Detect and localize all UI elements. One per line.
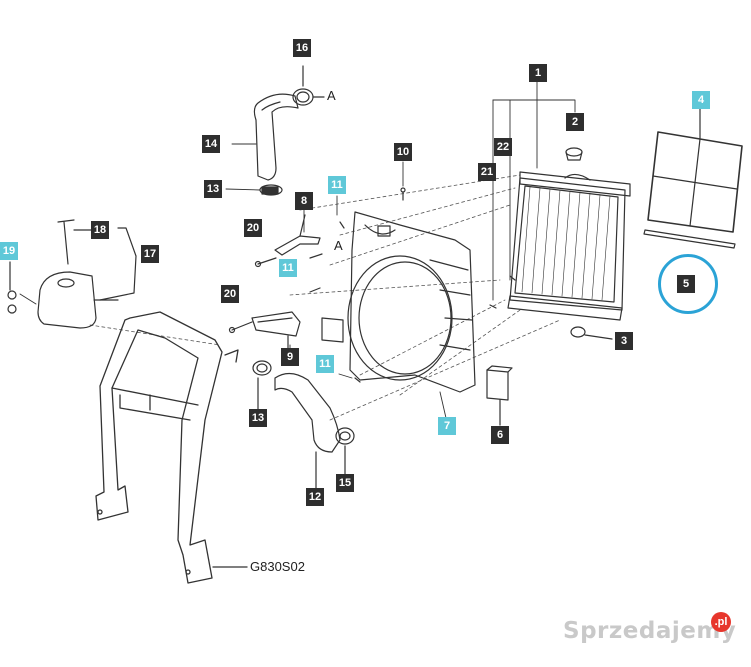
assembly-guide-lines (89, 174, 561, 421)
bracket-8 (274, 214, 321, 256)
callout-12: 12 (306, 488, 324, 506)
radiator-1 (507, 171, 631, 321)
fittings-19 (7, 261, 17, 314)
callout-11-c: 11 (316, 355, 334, 373)
watermark-text: Sprzedajemy (563, 618, 737, 644)
reference-label-a-mid: A (334, 238, 343, 253)
callout-2: 2 (566, 113, 584, 131)
pad-shroud (321, 317, 344, 343)
reference-label-a-top: A (327, 88, 336, 103)
hose-clamp-13-lower (252, 360, 272, 411)
drawing-code: G830S02 (250, 559, 305, 574)
callout-20-b: 20 (221, 285, 239, 303)
callout-16: 16 (293, 39, 311, 57)
grommet-3 (570, 326, 613, 340)
radiator-cap-2 (565, 147, 583, 161)
highlight-ring (658, 254, 718, 314)
callout-8: 8 (295, 192, 313, 210)
callout-14: 14 (202, 135, 220, 153)
callout-10: 10 (394, 143, 412, 161)
upper-hose-14 (253, 93, 299, 181)
fan-shroud-7 (347, 211, 476, 393)
callout-17: 17 (141, 245, 159, 263)
callout-1: 1 (529, 64, 547, 82)
callout-15: 15 (336, 474, 354, 492)
callout-4: 4 (692, 91, 710, 109)
callout-6: 6 (491, 426, 509, 444)
hose-clamp-15 (335, 427, 355, 475)
pad-6 (486, 365, 513, 426)
callout-9: 9 (281, 348, 299, 366)
small-bolts (339, 187, 516, 383)
callout-7: 7 (438, 417, 456, 435)
expansion-tank-17 (37, 227, 137, 329)
callout-13-b: 13 (249, 409, 267, 427)
hose-clamp-16 (292, 65, 325, 106)
lower-hose-12 (274, 372, 341, 489)
bolts-20 (228, 253, 323, 334)
callout-22: 22 (494, 138, 512, 156)
callout-18: 18 (91, 221, 109, 239)
callout-20-a: 20 (244, 219, 262, 237)
callout-3: 3 (615, 332, 633, 350)
callout-13-a: 13 (204, 180, 222, 198)
dipstick-18 (57, 219, 93, 265)
support-frame (95, 311, 248, 584)
hose-clamp-13-upper (259, 184, 283, 196)
leader-lines (19, 81, 576, 419)
watermark-badge: .pl (711, 612, 731, 632)
callout-21: 21 (478, 163, 496, 181)
radiator-screen-4 (643, 107, 743, 249)
callout-11-b: 11 (279, 259, 297, 277)
callout-19: 19 (0, 242, 18, 260)
callout-11-a: 11 (328, 176, 346, 194)
bracket-9 (251, 311, 301, 349)
